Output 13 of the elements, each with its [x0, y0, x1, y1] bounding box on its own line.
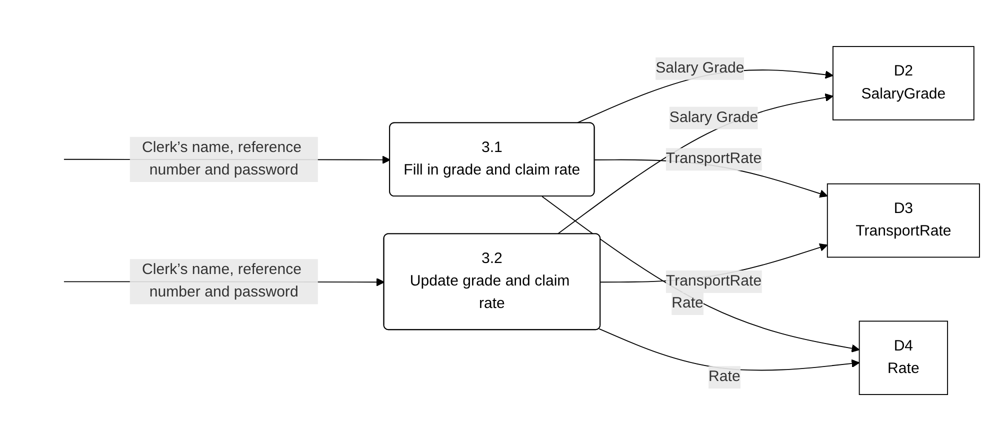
- node-box: D4 Rate: [858, 320, 948, 395]
- node-box: D3 TransportRate: [826, 183, 980, 258]
- arrow: [556, 93, 834, 235]
- edge-label: Salary Grade: [669, 110, 758, 126]
- edge-label: Rate: [708, 368, 740, 385]
- edge-label: Salary Grade: [656, 60, 744, 76]
- edge-label: TransportRate: [666, 150, 762, 167]
- node-box: D2 SalaryGrade: [832, 46, 974, 120]
- edge-label: Clerk’s name, reference number and password: [142, 140, 302, 178]
- edge-label: TransportRate: [666, 273, 762, 290]
- edge-label: Clerk’s name, reference number and password: [142, 262, 302, 300]
- arrow: [542, 196, 860, 352]
- edge-label: Rate: [672, 295, 704, 312]
